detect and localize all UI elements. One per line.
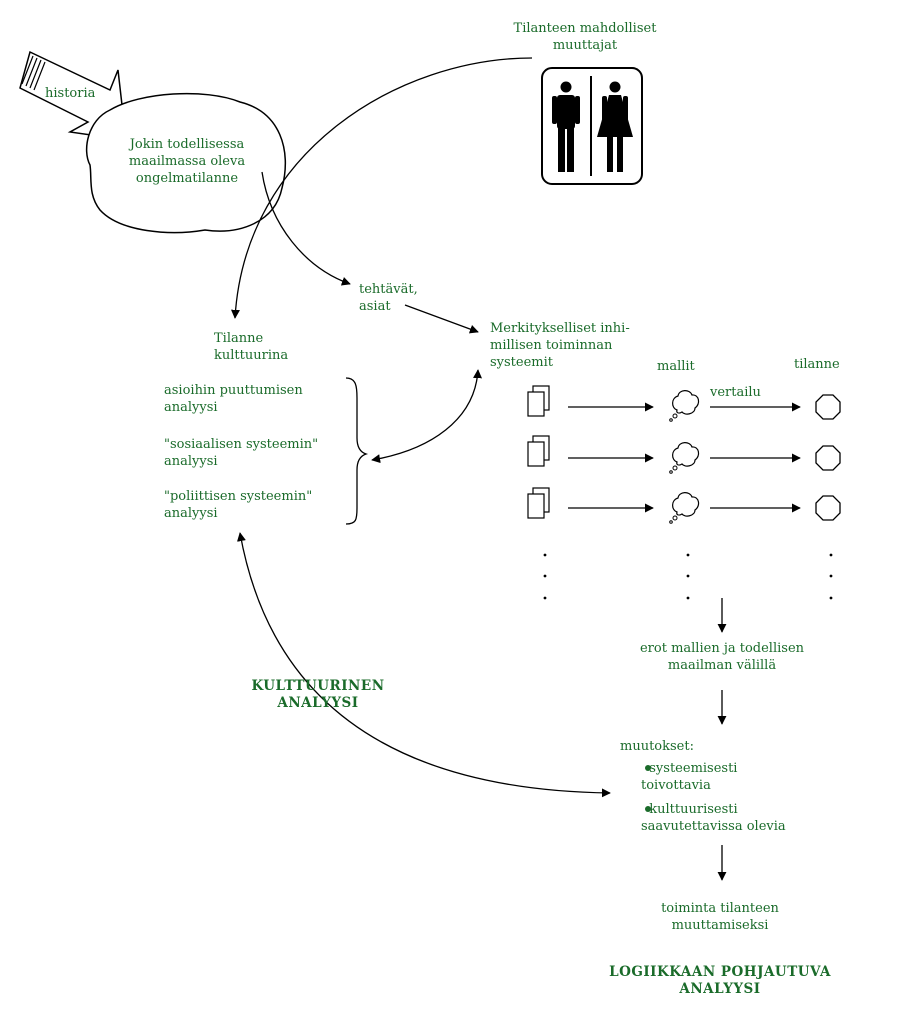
arrow-culture-changes — [237, 532, 611, 798]
actors-label: Tilanteen mahdolliset muuttajat — [513, 21, 657, 53]
bullet-2 — [645, 806, 651, 812]
situation-header: tilanne — [794, 357, 840, 372]
history-label: historia — [45, 86, 96, 101]
arrow-problem-to-tasks — [261, 171, 351, 286]
culture-item-2: "sosiaalisen systeemin" analyysi — [164, 437, 319, 469]
differences-label: erot mallien ja todellisen maailman väli… — [639, 641, 805, 673]
changes-item-1: systeemisesti toivottavia — [641, 761, 738, 793]
changes-title: muutokset: — [620, 739, 694, 754]
culture-item-3: "poliittisen systeemin" analyysi — [164, 489, 313, 521]
restroom-people-icon — [541, 67, 643, 185]
arrow-actors-to-culture — [230, 57, 533, 319]
changes-item-2: kulttuurisesti saavutettavissa olevia — [641, 802, 786, 834]
systems-label: Merkitykselliset inhi- millisen toiminna… — [490, 321, 630, 370]
culture-title: Tilanne kulttuurina — [214, 331, 289, 363]
arrow-tasks-to-systems — [404, 304, 479, 334]
cultural-analysis-label: KULTTUURINEN ANALYYSI — [251, 678, 385, 711]
culture-item-1: asioihin puuttumisen analyysi — [164, 383, 303, 415]
analysis-brace — [345, 377, 369, 525]
action-label: toiminta tilanteen muuttamiseksi — [661, 901, 779, 933]
bullet-1 — [645, 765, 651, 771]
models-header: mallit — [657, 359, 695, 374]
tasks-label: tehtävät, asiat — [359, 282, 418, 314]
problem-blob — [85, 92, 286, 234]
logic-analysis-label: LOGIIKKAAN POHJAUTUVA ANALYYSI — [609, 964, 831, 997]
comparison-header: vertailu — [710, 385, 761, 400]
model-rows — [527, 385, 841, 600]
problem-label: Jokin todellisessa maailmassa oleva onge… — [128, 137, 246, 186]
arrow-culture-systems — [371, 369, 482, 464]
